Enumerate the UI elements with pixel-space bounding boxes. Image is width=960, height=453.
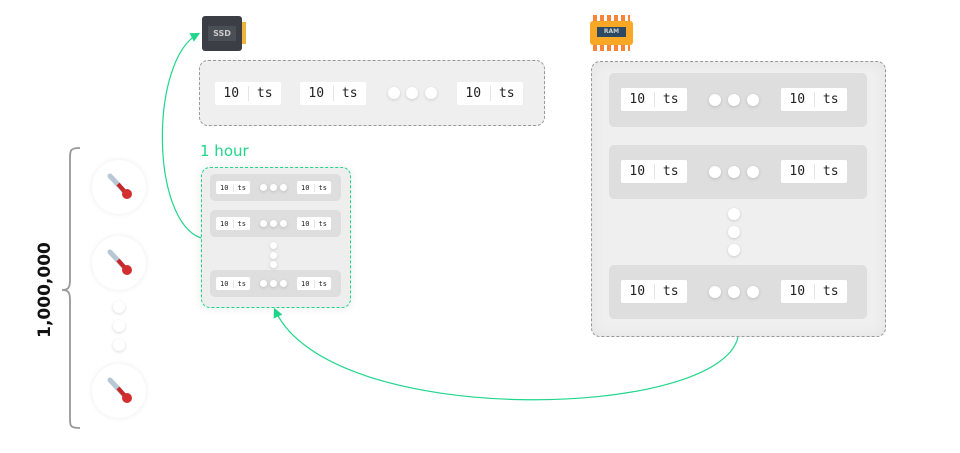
ellipsis-dot bbox=[728, 226, 740, 238]
ellipsis-dot bbox=[113, 320, 125, 332]
ellipsis-dot bbox=[425, 87, 437, 99]
arrow-hour-to-ssd bbox=[161, 32, 202, 239]
ram-icon: RAM bbox=[590, 15, 633, 51]
thermometer-sensor-icon bbox=[92, 236, 146, 290]
ellipsis-dot bbox=[728, 166, 740, 178]
thermometer-sensor-icon bbox=[92, 160, 146, 214]
ellipsis-dot bbox=[113, 339, 125, 351]
ellipsis-dot bbox=[270, 280, 277, 287]
thermometer-sensor-icon bbox=[92, 364, 146, 418]
ellipsis-dot bbox=[709, 94, 721, 106]
ellipsis-dot bbox=[728, 286, 740, 298]
ellipsis-dot bbox=[270, 252, 277, 259]
ellipsis-dot bbox=[728, 244, 740, 256]
ellipsis-dot bbox=[280, 184, 287, 191]
ssd-icon: SSD bbox=[202, 16, 246, 51]
ellipsis-dot bbox=[260, 220, 267, 227]
ellipsis-dot bbox=[260, 280, 267, 287]
ellipsis-dot bbox=[270, 184, 277, 191]
ellipsis-dot bbox=[260, 184, 267, 191]
ellipsis-dot bbox=[747, 286, 759, 298]
ellipsis-dot bbox=[270, 220, 277, 227]
sensor-count-label: 1,000,000 bbox=[35, 242, 55, 338]
ellipsis-dot bbox=[747, 166, 759, 178]
arrow-ram-to-hour bbox=[273, 307, 739, 401]
brace bbox=[61, 147, 81, 429]
ellipsis-dot bbox=[388, 87, 400, 99]
ellipsis-dot bbox=[728, 94, 740, 106]
ellipsis-dot bbox=[709, 286, 721, 298]
ellipsis-dot bbox=[709, 166, 721, 178]
hour-label: 1 hour bbox=[200, 142, 249, 160]
ellipsis-dot bbox=[406, 87, 418, 99]
ellipsis-dot bbox=[270, 242, 277, 249]
ellipsis-dot bbox=[280, 220, 287, 227]
ellipsis-dot bbox=[270, 261, 277, 268]
ellipsis-dot bbox=[280, 280, 287, 287]
ellipsis-dot bbox=[113, 301, 125, 313]
ellipsis-dot bbox=[747, 94, 759, 106]
ellipsis-dot bbox=[728, 208, 740, 220]
